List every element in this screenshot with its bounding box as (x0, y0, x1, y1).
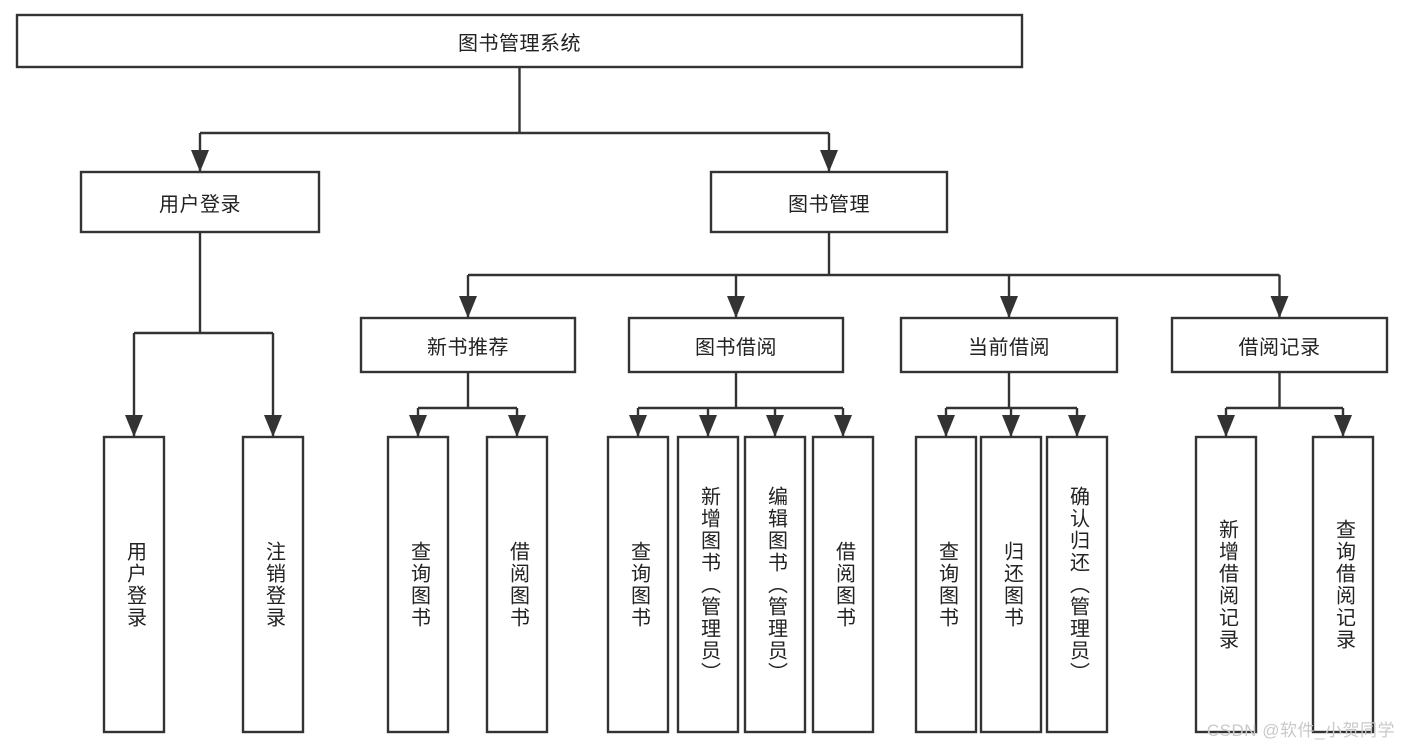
arrow-head-current-2 (1068, 415, 1086, 437)
node-box-leaf-8 (914, 435, 978, 734)
arrow-head-book-mgmt-1 (727, 296, 745, 318)
arrow-head-user-login-0 (125, 415, 143, 437)
arrow-head-current-1 (1002, 415, 1020, 437)
node-box-level3-2 (899, 316, 1119, 374)
node-box-leaf-10 (1045, 435, 1109, 734)
connector-layer (125, 67, 1352, 437)
node-box-level3-1 (627, 316, 845, 374)
node-box-layer (15, 13, 1389, 734)
arrow-head-book-mgmt-0 (459, 296, 477, 318)
arrow-head-book-mgmt-3 (1270, 296, 1289, 318)
arrow-head-borrow-2 (766, 415, 784, 437)
arrow-head-root-0 (191, 150, 209, 172)
node-box-leaf-5 (676, 435, 740, 734)
node-box-level3-3 (1170, 316, 1389, 374)
node-box-root-0 (15, 13, 1024, 69)
arrow-head-borrow-3 (834, 415, 852, 437)
arrow-head-root-1 (820, 150, 838, 172)
node-box-leaf-2 (386, 435, 450, 734)
node-box-leaf-3 (485, 435, 549, 734)
node-box-leaf-11 (1194, 435, 1258, 734)
node-box-level2-0 (79, 170, 321, 234)
node-box-leaf-6 (743, 435, 807, 734)
node-box-leaf-9 (979, 435, 1043, 734)
arrow-head-borrow-1 (699, 415, 717, 437)
node-box-leaf-12 (1311, 435, 1375, 734)
arrow-head-current-0 (937, 415, 955, 437)
node-box-level2-1 (709, 170, 949, 234)
node-box-leaf-4 (606, 435, 670, 734)
arrow-head-user-login-1 (264, 415, 282, 437)
node-box-leaf-0 (102, 435, 166, 734)
arrow-head-new-book-1 (508, 415, 526, 437)
arrow-head-record-0 (1217, 415, 1235, 437)
watermark-text: CSDN @软件_小贺同学 (1206, 721, 1395, 740)
arrow-head-borrow-0 (629, 415, 647, 437)
node-box-leaf-1 (241, 435, 305, 734)
node-box-leaf-7 (811, 435, 875, 734)
arrow-head-record-1 (1334, 415, 1352, 437)
arrow-head-new-book-0 (409, 415, 427, 437)
node-box-level3-0 (359, 316, 577, 374)
arrow-head-book-mgmt-2 (1000, 296, 1018, 318)
